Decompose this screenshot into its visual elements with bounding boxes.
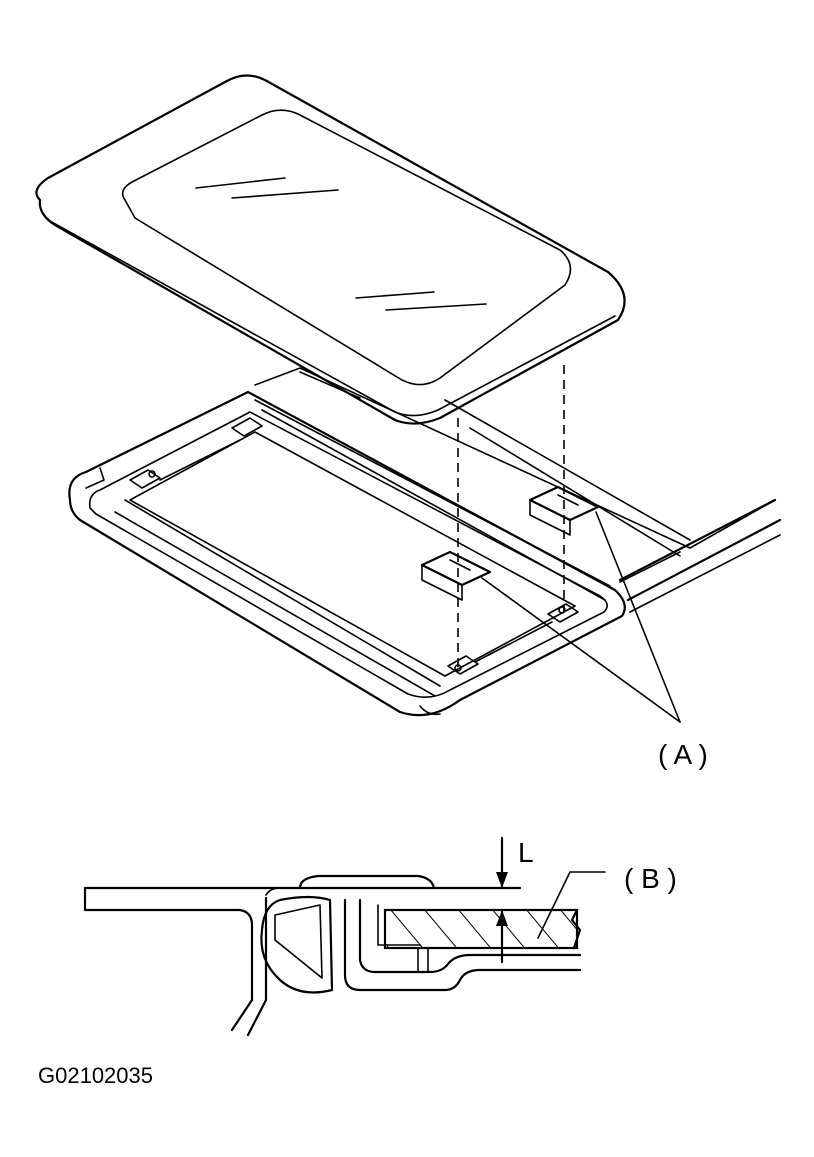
cross-section [83, 836, 606, 1037]
bracket-a-left [420, 550, 492, 601]
label-l: L [518, 837, 534, 868]
roof-frame [68, 367, 782, 717]
bracket-a-right [528, 485, 600, 536]
label-a: ( A ) [658, 739, 708, 770]
leader-lines-a [481, 511, 681, 723]
glass-panel [35, 74, 626, 425]
label-b: ( B ) [624, 863, 677, 894]
alignment-lines [457, 365, 565, 672]
figure-code: G02102035 [38, 1063, 153, 1088]
